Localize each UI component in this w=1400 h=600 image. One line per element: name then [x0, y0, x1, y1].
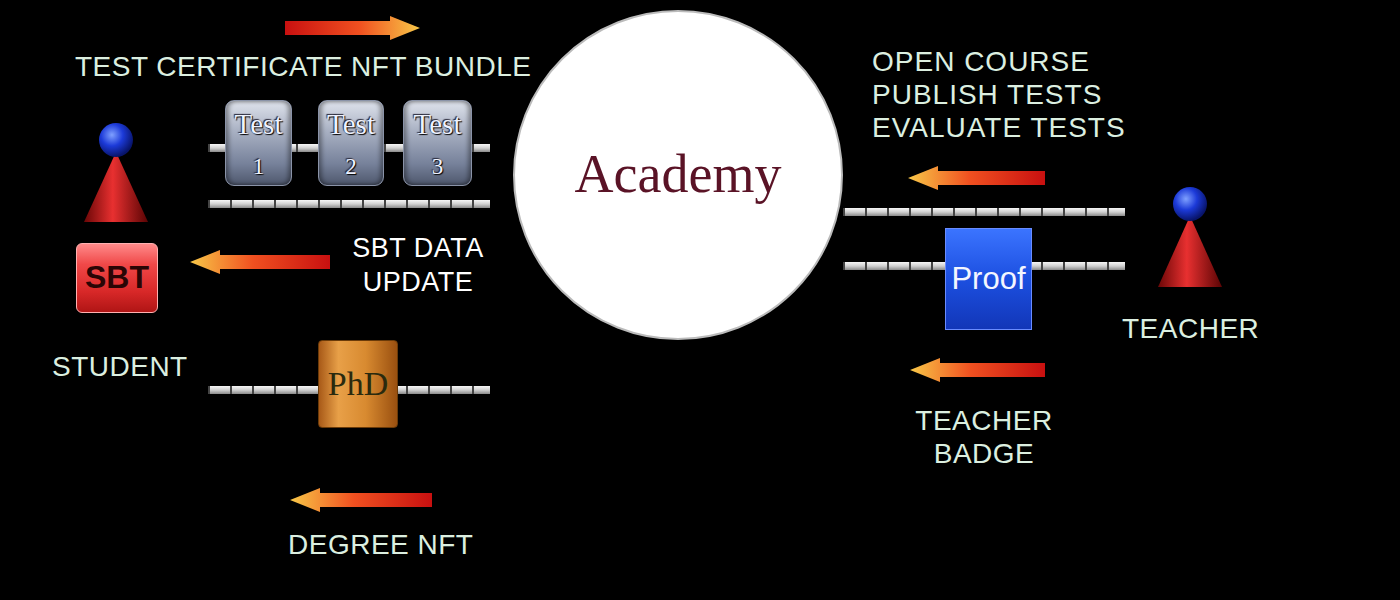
- cone-body: [1158, 216, 1222, 287]
- role-label: TEACHER: [1122, 312, 1259, 345]
- role-label: STUDENT: [52, 350, 188, 383]
- cone-body: [84, 152, 148, 222]
- academy-circle: Academy: [513, 10, 843, 340]
- flow-arrow: [190, 250, 330, 274]
- test-block: Test 3: [403, 100, 472, 186]
- action-label: PUBLISH TESTS: [872, 78, 1102, 111]
- flow-label: TEST CERTIFICATE NFT BUNDLE: [75, 50, 531, 83]
- node-text: PhD: [328, 365, 388, 402]
- flow-arrow: [285, 16, 420, 40]
- degree-block: PhD: [318, 340, 398, 428]
- rail: [208, 200, 490, 208]
- node-text: Test: [414, 109, 462, 141]
- flow-label: SBT DATA UPDATE: [338, 231, 498, 299]
- node-text: 3: [432, 154, 444, 179]
- node-text: Proof: [951, 262, 1025, 296]
- flow-arrow: [910, 358, 1045, 382]
- flow-label: DEGREE NFT: [288, 528, 473, 561]
- node-text: Test: [327, 109, 375, 141]
- node-text: Test: [235, 109, 283, 141]
- rail-gap: [208, 200, 490, 208]
- test-block: Test 1: [225, 100, 292, 186]
- rail-gap: [843, 208, 1125, 216]
- rail: [843, 208, 1125, 216]
- ball-head: [1173, 187, 1207, 221]
- node-text: SBT: [85, 260, 149, 295]
- node-text: 1: [253, 154, 265, 179]
- ball-head: [99, 123, 133, 157]
- proof-block: Proof: [945, 228, 1032, 330]
- action-label: EVALUATE TESTS: [872, 111, 1126, 144]
- flow-arrow: [290, 488, 432, 512]
- student-figure: [84, 123, 148, 222]
- action-label: OPEN COURSE: [872, 45, 1090, 78]
- teacher-figure: [1158, 187, 1222, 287]
- flow-arrow: [908, 166, 1045, 190]
- test-block: Test 2: [318, 100, 384, 186]
- sbt-token: SBT: [76, 243, 158, 313]
- node-text: 2: [345, 154, 357, 179]
- node-text: Academy: [575, 145, 782, 204]
- flow-label: TEACHER BADGE: [898, 404, 1070, 470]
